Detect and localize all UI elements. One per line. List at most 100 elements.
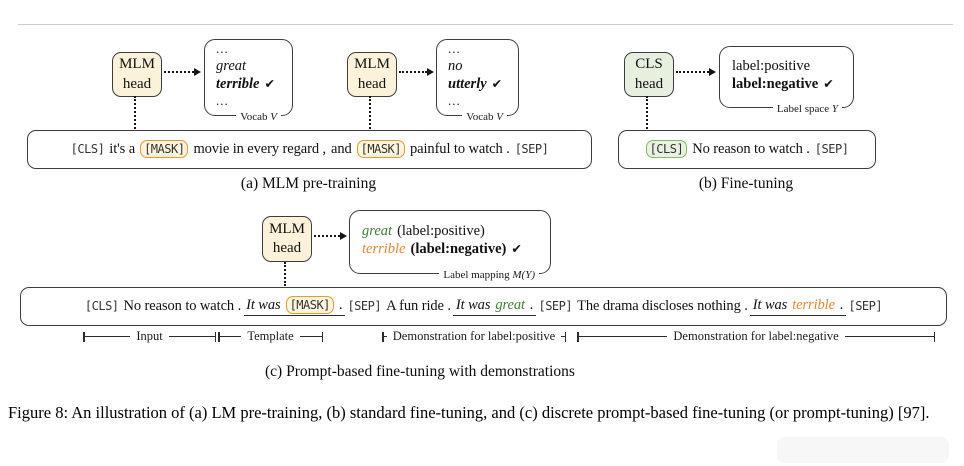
panel-a-caption: (a) MLM pre-training: [240, 175, 377, 192]
bracket-tick: [214, 331, 217, 342]
sentence-segment: [SEP]: [846, 298, 885, 315]
tag-text: Vocab: [240, 111, 268, 123]
sentence-box-b: [CLS]No reason to watch . [SEP]: [618, 130, 876, 169]
mask-token: [MASK]: [140, 140, 189, 158]
row-text: great: [216, 58, 247, 75]
label-mapping-tag: Label mapping M(Y): [439, 269, 539, 281]
vocab-tag: Vocab V: [236, 111, 281, 123]
check-icon: ✔: [491, 76, 503, 92]
dashed-connector: [134, 96, 136, 129]
bracket-line: [84, 335, 131, 338]
mlm-head-label: head: [122, 75, 152, 92]
bracket-tick: [218, 331, 220, 342]
word: .: [338, 297, 343, 313]
check-icon: ✔: [264, 76, 275, 92]
sentence-segment: [CLS] No reason to watch .: [82, 298, 243, 315]
tag-symbol: Y: [831, 103, 838, 115]
list-row: label:positive: [732, 58, 849, 74]
faint-highlight-box: [777, 437, 949, 463]
mlm-head-label: MLM: [269, 220, 305, 237]
row-text: label:negative: [732, 76, 819, 92]
bracket-label: Demonstration for label:positive: [392, 329, 556, 343]
arrowhead-icon: [194, 68, 201, 76]
bracket-label: Template: [247, 329, 294, 343]
cls-head-label: head: [634, 75, 664, 92]
bracket-line: [219, 335, 242, 338]
bracket-line: [578, 335, 668, 338]
list-row: terrible✔: [216, 76, 288, 92]
mapped-word: terrible: [362, 241, 406, 257]
word: No reason to watch .: [123, 298, 242, 314]
tag-text: Label mapping: [443, 269, 510, 281]
special-token: [SEP]: [514, 142, 549, 156]
dashed-connector: [369, 96, 371, 129]
tag-symbol: M(Y): [512, 269, 535, 281]
special-token: [CLS]: [70, 142, 105, 156]
dashed-arrow: [399, 71, 427, 73]
bracket-line: [299, 335, 322, 338]
check-icon: ✔: [511, 241, 522, 256]
special-token: [CLS]: [84, 299, 119, 313]
bracket-tick: [933, 331, 936, 342]
word: A fun ride .: [386, 298, 451, 314]
list-row: no: [448, 58, 514, 74]
word: painful to watch .: [410, 141, 510, 157]
row-text: terrible: [216, 76, 260, 93]
check-icon: ✔: [823, 76, 834, 91]
mask-token: [MASK]: [356, 140, 406, 158]
bracket-line: [844, 335, 934, 338]
bracket-tick: [321, 331, 324, 342]
mapping-row: terrible(label:negative) ✔: [362, 241, 546, 257]
word: No reason to watch .: [692, 141, 810, 157]
row-text: utterly: [448, 76, 487, 93]
tag-symbol: V: [496, 111, 503, 123]
figure-caption: Figure 8: An illustration of (a) LM pre-…: [8, 403, 930, 422]
word: .: [839, 297, 844, 313]
bracket-tick: [382, 331, 384, 342]
sentence-segment: [SEP] The drama discloses nothing .: [536, 298, 750, 315]
arrowhead-icon: [427, 68, 434, 76]
cls-head-label: CLS: [635, 56, 663, 73]
list-row: ...: [216, 94, 288, 109]
dashed-connector: [646, 96, 648, 129]
word: and: [331, 141, 352, 157]
mlm-head-label: head: [357, 75, 387, 92]
mapping-row: great(label:positive): [362, 223, 546, 239]
label-mapping-box: great(label:positive) terrible(label:nega…: [349, 210, 551, 281]
tag-symbol: V: [270, 111, 277, 123]
list-row: ...: [448, 94, 514, 109]
list-row: ...: [448, 41, 514, 57]
special-token: [SEP]: [538, 299, 573, 313]
panel-b-caption: (b) Fine-tuning: [698, 175, 794, 192]
row-text: no: [448, 58, 463, 75]
special-token: [SEP]: [848, 299, 883, 313]
label-text: (label:negative): [410, 241, 507, 257]
cls-token: [CLS]: [645, 140, 688, 158]
span-bracket: Demonstration for label:positive: [382, 329, 566, 344]
word: The drama discloses nothing .: [577, 298, 748, 314]
list-row: great: [216, 58, 288, 74]
arrowhead-icon: [709, 68, 716, 76]
cls-head-box: CLS head: [624, 52, 674, 97]
top-rule: [18, 24, 953, 25]
sentence-box-c: [CLS]No reason to watch .It was[MASK].[S…: [20, 287, 947, 326]
bracket-tick: [577, 331, 579, 342]
list-row: utterly✔: [448, 76, 514, 92]
mlm-head-box-1: MLM head: [112, 52, 162, 97]
special-token: [SEP]: [814, 142, 849, 156]
word: .: [529, 297, 534, 313]
bracket-line: [561, 335, 565, 338]
span-bracket: Input: [83, 329, 217, 344]
sentence-segment: [SEP]A fun ride .: [345, 298, 453, 315]
vocab-tag: Vocab V: [462, 111, 507, 123]
row-text: ...: [216, 41, 229, 56]
arrowhead-icon: [340, 232, 347, 240]
tag-text: Vocab: [466, 111, 494, 123]
row-text: ...: [216, 93, 229, 109]
bracket-tick: [564, 331, 566, 342]
